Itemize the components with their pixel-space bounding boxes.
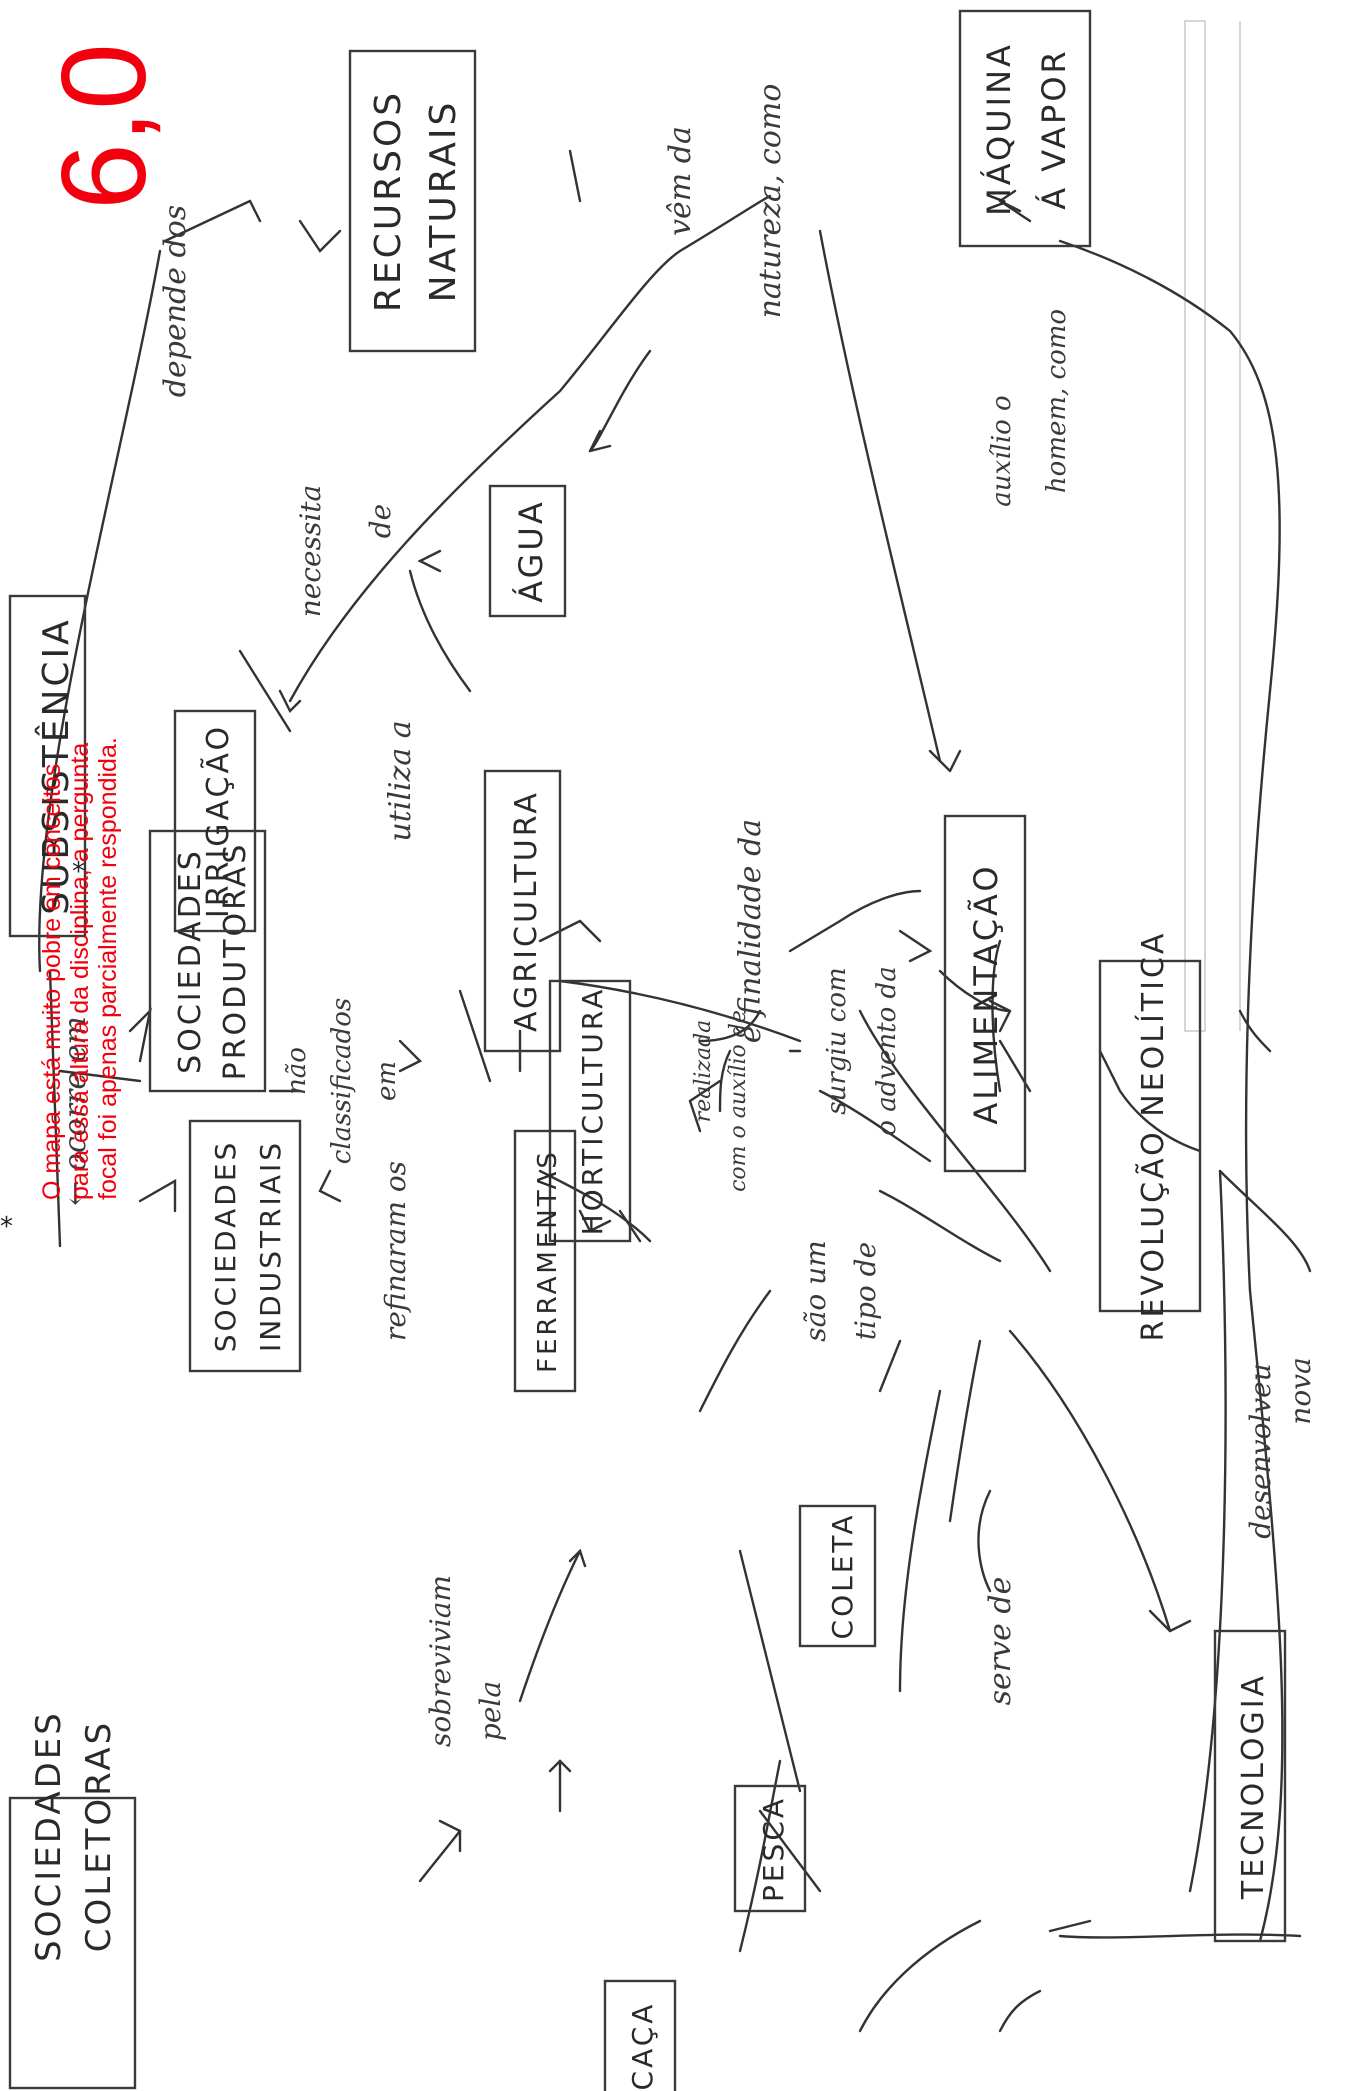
concept-recursos-naturais-line1: RECURSOS <box>368 90 409 312</box>
concept-coleta-label: COLETA <box>826 1513 859 1640</box>
concept-sociedades-industriais-line2: INDUSTRIAIS <box>254 1140 287 1352</box>
link-refinaram-os: refinaram os <box>379 1161 412 1341</box>
link-sao-um-tipo-line1: são um <box>799 1240 832 1341</box>
concept-pesca: PESCA <box>733 1784 807 1913</box>
link-ocorre-em: ← ocorre em <box>58 1016 93 1206</box>
link-vem-da-line2: natureza, como <box>753 84 788 319</box>
link-realizada-line2: com o auxílio de <box>726 1010 751 1192</box>
concept-caca: CAÇA <box>603 1979 677 2091</box>
evaluation-comment-line2: para essa altura da disciplina, a pergun… <box>66 743 94 1200</box>
link-necessita-line1: necessita <box>294 485 327 618</box>
evaluation-grade: 6,0 <box>37 43 171 210</box>
link-nao-classificados-line1: não <box>282 1047 312 1095</box>
evaluation-note: O mapa está muito pobre em conceitos par… <box>38 737 122 1200</box>
link-desenvolveu-line2: nova <box>1284 1357 1317 1424</box>
concept-horticultura-label: HORTICULTURA <box>576 987 609 1236</box>
link-realizada-line1: realizada <box>691 1020 716 1123</box>
link-serve-de: serve de <box>983 1577 1018 1706</box>
concept-coleta: COLETA <box>798 1504 877 1648</box>
concept-sociedades-industriais: SOCIEDADES INDUSTRIAIS <box>188 1119 302 1373</box>
connectors <box>38 149 1312 2033</box>
concept-recursos-naturais: RECURSOS NATURAIS <box>348 49 477 353</box>
link-surgiu-line2: o advento da <box>872 966 902 1135</box>
link-necessita-line2: de <box>364 504 397 539</box>
asterisk-mark: * <box>0 1212 13 1242</box>
concept-maquina-a-vapor: MÁQUINA Á VAPOR <box>958 9 1092 248</box>
concept-maquina-a-vapor-line2: Á VAPOR <box>1035 48 1073 210</box>
evaluation-comment-line3: focal foi apenas parcialmente respondida… <box>94 737 122 1200</box>
concept-sociedades-coletoras-line2: COLETORAS <box>79 1720 119 1953</box>
concept-sociedades-produtoras-line2: PRODUTORAS <box>218 842 253 1081</box>
link-sobreviviam-line2: pela <box>474 1681 507 1741</box>
concept-alimentacao-label: ALIMENTAÇÃO <box>967 863 1005 1124</box>
link-auxilio-line1: auxílio o <box>987 395 1017 506</box>
concept-revolucao-neolitica-label: REVOLUÇÃO NEOLÍTICA <box>1135 931 1171 1342</box>
concept-subsistencia: SUBSISTÊNCIA <box>8 594 87 938</box>
link-sao-um-tipo-line2: tipo de <box>849 1242 882 1340</box>
concept-agua: ÁGUA <box>488 484 567 618</box>
concept-agricultura: AGRICULTURA <box>483 769 562 1053</box>
concept-irrigacao: IRRIGAÇÃO <box>173 709 257 933</box>
link-desenvolveu-line1: desenvolveu <box>1244 1363 1277 1539</box>
link-e-finalidade: é finalidade da <box>733 819 768 1043</box>
concept-sociedades-industriais-line1: SOCIEDADES <box>209 1140 242 1353</box>
link-utiliza-a: utiliza a <box>383 720 418 841</box>
concept-sociedades-produtoras-line1: SOCIEDADES <box>173 848 208 1074</box>
concept-tecnologia: TECNOLOGIA <box>1213 1629 1287 1943</box>
faint-form-header <box>1184 20 1241 1032</box>
asterisk-mark: * <box>72 857 85 887</box>
concept-pesca-label: PESCA <box>757 1796 790 1902</box>
concept-caca-label: CAÇA <box>626 2002 659 2091</box>
link-auxilio-line2: homem, como <box>1042 309 1072 493</box>
link-nao-classificados-line2: classificados <box>327 998 357 1164</box>
concept-recursos-naturais-line2: NATURAIS <box>423 100 464 303</box>
link-depende-dos: depende dos <box>158 205 193 397</box>
concept-alimentacao: ALIMENTAÇÃO <box>943 814 1027 1173</box>
concept-irrigacao-label: IRRIGAÇÃO <box>200 724 236 918</box>
concept-tecnologia-label: TECNOLOGIA <box>1236 1673 1271 1900</box>
evaluation-comment-line1: O mapa está muito pobre em conceitos <box>38 764 66 1200</box>
concept-horticultura: HORTICULTURA <box>548 979 632 1243</box>
link-nao-classificados-line3: em <box>372 1061 402 1101</box>
concept-agua-label: ÁGUA <box>512 499 550 602</box>
concept-maquina-a-vapor-line1: MÁQUINA <box>980 42 1018 216</box>
concept-sociedades-coletoras-line1: SOCIEDADES <box>29 1710 69 1962</box>
link-surgiu-line1: surgiu com <box>822 967 852 1114</box>
concept-revolucao-neolitica: REVOLUÇÃO NEOLÍTICA <box>1098 931 1202 1342</box>
linking-phrases: ← ocorre em depende dos vêm da natureza,… <box>58 84 1317 1747</box>
concept-agricultura-label: AGRICULTURA <box>509 790 544 1032</box>
concept-subsistencia-label: SUBSISTÊNCIA <box>35 617 77 915</box>
link-vem-da-line1: vêm da <box>663 126 698 236</box>
concept-sociedades-coletoras: SOCIEDADES COLETORAS <box>8 1710 137 2090</box>
concept-ferramentas-label: FERRAMENTAS <box>533 1149 563 1373</box>
concept-sociedades-produtoras: SOCIEDADES PRODUTORAS <box>148 829 267 1093</box>
link-sobreviviam-line1: sobreviviam <box>424 1575 457 1747</box>
grade-value: 6,0 <box>37 43 171 210</box>
concept-ferramentas: FERRAMENTAS <box>513 1129 577 1393</box>
